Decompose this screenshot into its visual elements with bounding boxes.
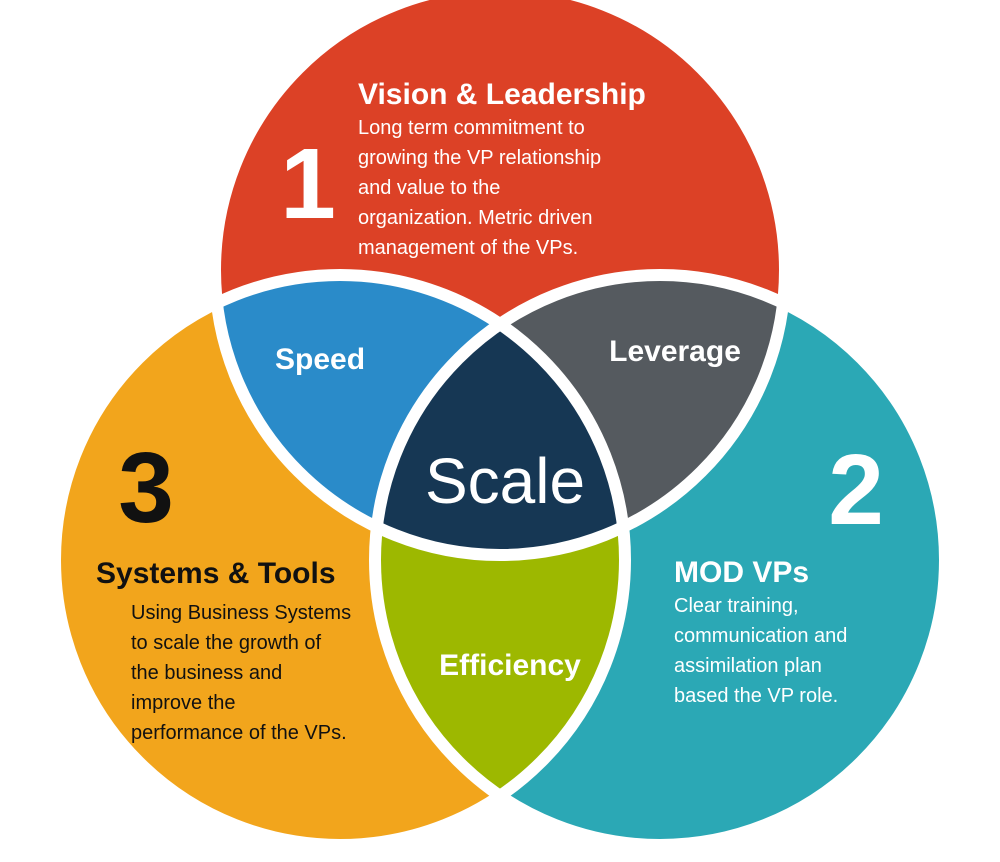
left-body-line: the business and: [131, 662, 282, 684]
top-body-line: growing the VP relationship: [358, 147, 601, 169]
right-body-line: Clear training,: [674, 595, 799, 617]
right-body: Clear training, communication and assimi…: [674, 595, 853, 707]
left-body-line: Using Business Systems: [131, 602, 351, 624]
right-body-line: assimilation plan: [674, 655, 822, 677]
top-title: Vision & Leadership: [358, 78, 646, 111]
outline-left: [49, 269, 631, 851]
top-number: 1: [280, 128, 336, 240]
leverage-label: Leverage: [609, 335, 741, 368]
left-number: 3: [118, 432, 174, 544]
outline-top: [209, 0, 791, 561]
efficiency-label: Efficiency: [439, 649, 581, 682]
right-number: 2: [828, 434, 884, 546]
left-title: Systems & Tools: [96, 557, 336, 590]
right-body-line: communication and: [674, 625, 847, 647]
left-body-line: performance of the VPs.: [131, 722, 347, 744]
top-body: Long term commitment to growing the VP r…: [358, 117, 607, 259]
left-body-line: to scale the growth of: [131, 632, 322, 654]
left-body-line: improve the: [131, 692, 236, 714]
scale-label: Scale: [425, 445, 585, 517]
top-body-line: organization. Metric driven: [358, 207, 593, 229]
top-body-line: management of the VPs.: [358, 237, 578, 259]
speed-label: Speed: [275, 343, 365, 376]
top-body-line: and value to the: [358, 177, 500, 199]
outline-right: [369, 269, 951, 851]
overlap-center: [375, 275, 625, 555]
left-body: Using Business Systems to scale the grow…: [131, 602, 357, 744]
top-body-line: Long term commitment to: [358, 117, 585, 139]
right-title: MOD VPs: [674, 556, 809, 589]
right-body-line: based the VP role.: [674, 685, 838, 707]
